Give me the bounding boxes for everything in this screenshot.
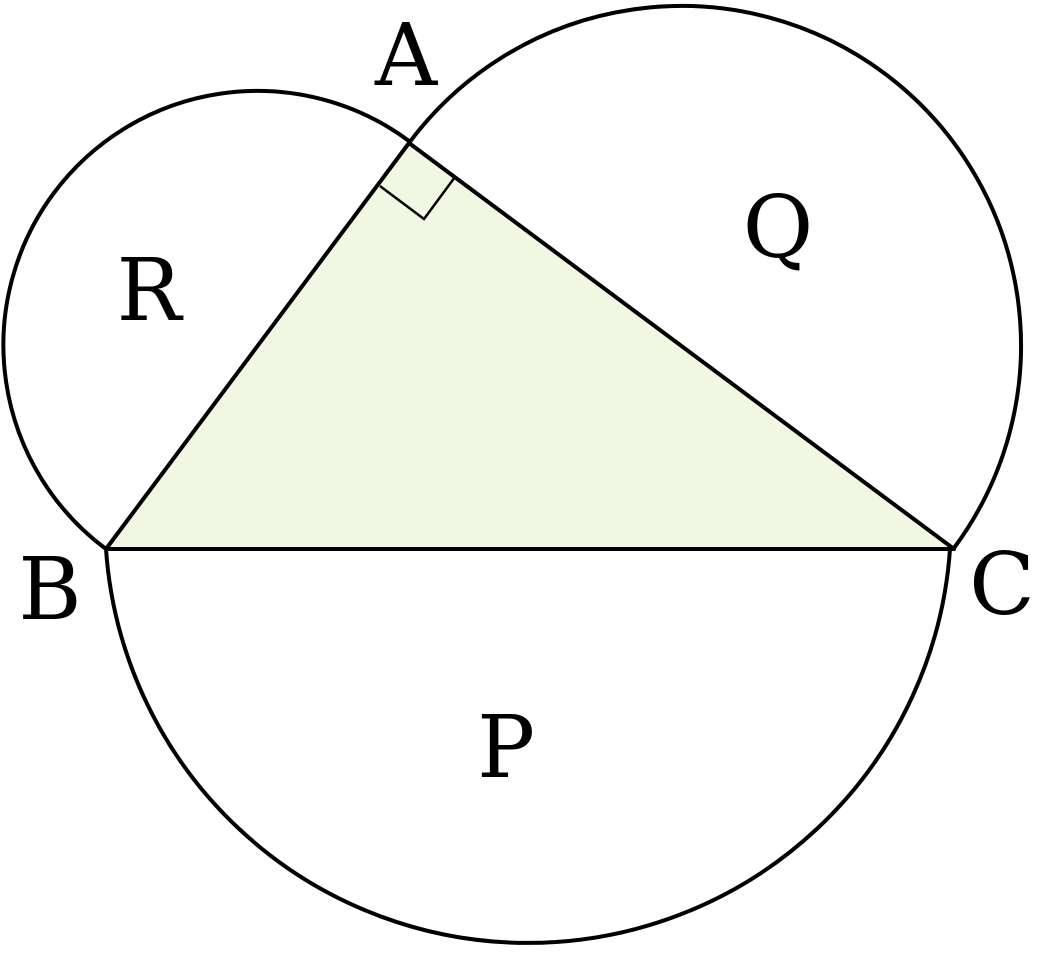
vertex-label-a: A [374,6,438,106]
vertex-label-c: C [969,535,1035,635]
vertex-label-b: B [18,540,81,640]
right-angle-marker [379,176,457,221]
region-label-q: Q [743,178,814,278]
region-label-p: P [477,698,535,798]
semicircle-q [407,4,1023,550]
semicircle-r [1,88,411,551]
triangle-abc [104,141,956,551]
region-label-r: R [117,241,184,341]
semicircle-p [104,548,952,945]
